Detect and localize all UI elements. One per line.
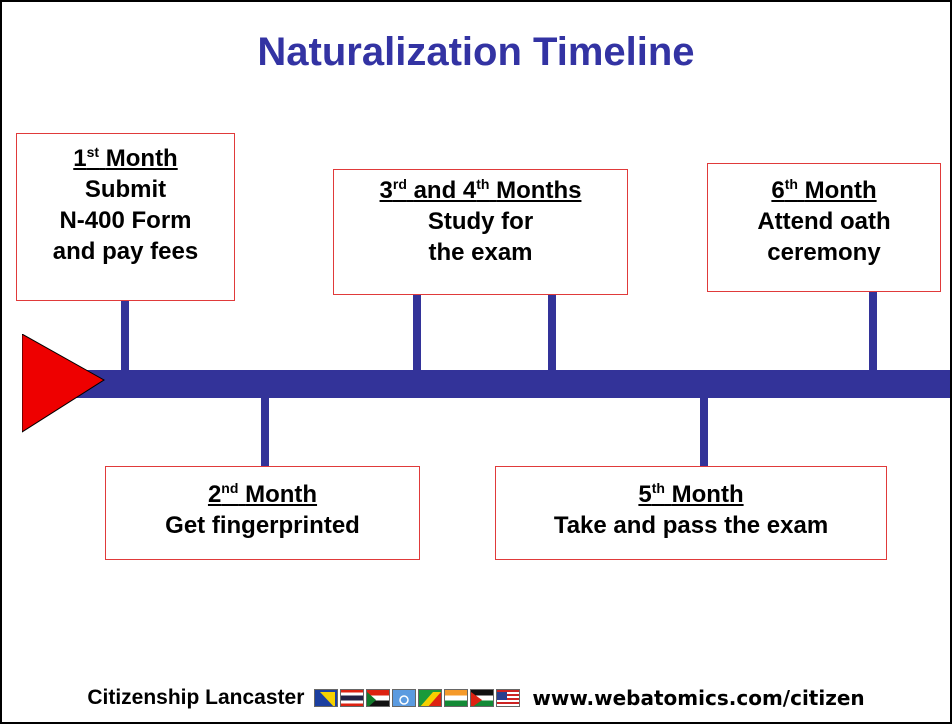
milestone-line: the exam bbox=[428, 239, 533, 266]
milestone-heading: 6th Month bbox=[771, 176, 877, 204]
un-flag-icon bbox=[392, 689, 417, 707]
milestone-line: Study for bbox=[427, 208, 534, 235]
milestone-line: N-400 Form bbox=[59, 207, 192, 234]
milestone-line: and pay fees bbox=[52, 238, 199, 265]
usa-flag-icon bbox=[496, 689, 521, 707]
footer-org-name: Citizenship Lancaster bbox=[87, 686, 305, 709]
footer-website-url: www.webatomics.com/citizen bbox=[532, 686, 865, 710]
flag-strip bbox=[314, 689, 522, 707]
milestone-line: Take and pass the exam bbox=[553, 512, 829, 539]
sudan-flag-icon bbox=[366, 689, 391, 707]
tick-month-1 bbox=[121, 300, 129, 370]
milestone-box-months-3-4: 3rd and 4th Months Study for the exam bbox=[333, 169, 628, 295]
milestone-line: ceremony bbox=[767, 239, 881, 266]
tick-month-6 bbox=[869, 290, 877, 370]
milestone-box-month-1: 1st Month Submit N-400 Form and pay fees bbox=[16, 133, 235, 301]
slide-title: Naturalization Timeline bbox=[257, 30, 695, 74]
milestone-box-month-2: 2nd Month Get fingerprinted bbox=[105, 466, 420, 560]
milestone-heading: 2nd Month bbox=[207, 480, 318, 508]
milestone-line: Attend oath bbox=[757, 208, 891, 235]
milestone-heading: 3rd and 4th Months bbox=[379, 176, 582, 204]
congo-flag-icon bbox=[418, 689, 443, 707]
timeline-axis bbox=[22, 370, 950, 398]
tick-month-4 bbox=[548, 294, 556, 370]
tick-month-3 bbox=[413, 294, 421, 370]
milestone-line: Get fingerprinted bbox=[165, 512, 360, 539]
tick-month-5 bbox=[700, 398, 708, 466]
jordan-flag-icon bbox=[470, 689, 495, 707]
milestone-box-month-6: 6th Month Attend oath ceremony bbox=[707, 163, 941, 292]
bosnia-flag-icon bbox=[314, 689, 339, 707]
footer: Citizenship Lancaster www.webatomi bbox=[2, 686, 950, 710]
tick-month-2 bbox=[261, 398, 269, 466]
thailand-flag-icon bbox=[340, 689, 365, 707]
milestone-line: Submit bbox=[84, 176, 167, 203]
timeline-start-arrow-icon bbox=[22, 334, 105, 433]
milestone-heading: 1st Month bbox=[73, 144, 178, 172]
india-flag-icon bbox=[444, 689, 469, 707]
milestone-box-month-5: 5th Month Take and pass the exam bbox=[495, 466, 887, 560]
milestone-heading: 5th Month bbox=[638, 480, 744, 508]
